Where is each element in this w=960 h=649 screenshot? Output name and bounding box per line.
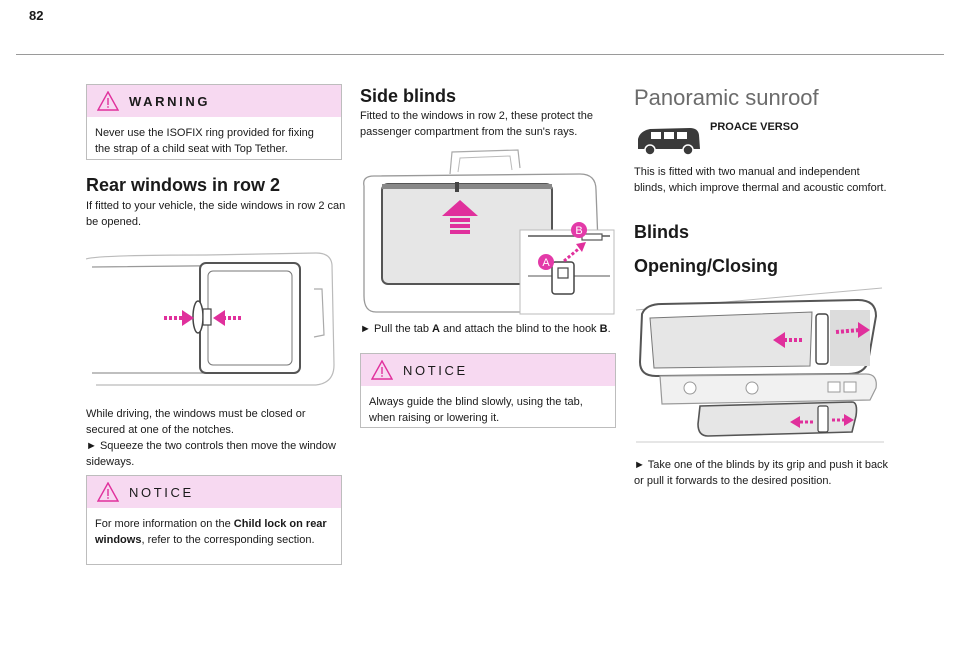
side-blinds-intro: Fitted to the windows in row 2, these pr…	[360, 110, 593, 138]
model-name: PROACE VERSO	[710, 121, 799, 133]
warning-text: Never use the ISOFIX ring provided for f…	[95, 127, 314, 155]
blinds-heading: Blinds	[634, 222, 690, 242]
page-number: 82	[29, 8, 44, 23]
warning-triangle-icon	[97, 91, 119, 111]
sunroof-intro: This is fitted with two manual and indep…	[634, 166, 887, 194]
opening-closing-heading: Opening/Closing	[634, 256, 778, 276]
notice-triangle-icon	[371, 360, 393, 380]
tab-label-a: A	[538, 254, 554, 270]
sunroof-instruction: ► Take one of the blinds by its grip and…	[634, 459, 889, 487]
header-rule	[16, 54, 944, 55]
notice-box-left: NOTICE For more information on the Child…	[86, 475, 342, 565]
rear-blind-left-arrow	[790, 416, 814, 428]
child-lock-ref: Child lock on rear windows	[95, 518, 327, 546]
notice-text-left: For more information on the Child lock o…	[95, 518, 327, 546]
van-icon	[638, 128, 700, 156]
sunroof-illustration	[635, 287, 884, 443]
rear-windows-intro: If fitted to your vehicle, the side wind…	[86, 200, 346, 228]
svg-text:A: A	[542, 257, 550, 269]
notice-box-middle: NOTICE Always guide the blind slowly, us…	[360, 353, 616, 428]
side-blinds-instruction: ► Pull the tab A and attach the blind to…	[360, 323, 611, 335]
pull-forward-arrow	[835, 322, 870, 338]
raise-blind-arrow	[442, 200, 478, 234]
warning-header: WARNING	[87, 85, 341, 117]
warning-box: WARNING Never use the ISOFIX ring provid…	[86, 84, 342, 160]
rear-window-illustration	[86, 252, 335, 386]
notice-header-middle: NOTICE	[361, 354, 615, 386]
squeeze-right-arrow	[213, 310, 241, 326]
notice-header-left: NOTICE	[87, 476, 341, 508]
side-blind-illustration: B A	[363, 149, 615, 315]
side-blinds-heading: Side blinds	[360, 86, 457, 106]
notice-title-left: NOTICE	[129, 484, 194, 500]
push-back-arrow	[773, 332, 804, 348]
notice-title-middle: NOTICE	[403, 362, 468, 378]
rear-windows-para2: ► Squeeze the two controls then move the…	[86, 440, 336, 468]
warning-title: WARNING	[129, 93, 211, 109]
rear-windows-heading: Rear windows in row 2	[86, 175, 281, 195]
rear-blind-right-arrow	[832, 414, 854, 426]
rear-windows-para1: While driving, the windows must be close…	[86, 408, 306, 436]
hook-label-b: B	[571, 222, 587, 238]
notice-triangle-icon	[97, 482, 119, 502]
panoramic-sunroof-heading: Panoramic sunroof	[634, 85, 819, 110]
notice-text-middle: Always guide the blind slowly, using the…	[369, 396, 583, 424]
svg-text:B: B	[575, 225, 582, 237]
squeeze-left-arrow	[164, 310, 194, 326]
